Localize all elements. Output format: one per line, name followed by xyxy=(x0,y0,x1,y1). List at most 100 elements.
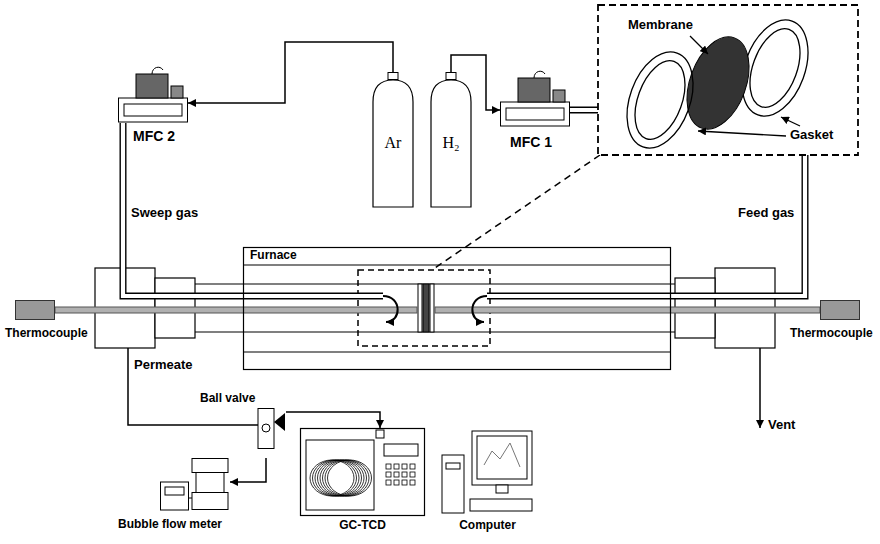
node-label: MFC 2 xyxy=(133,128,175,144)
permeate-line xyxy=(128,348,258,425)
flow-label: Sweep gas xyxy=(131,206,198,221)
meter-display xyxy=(165,487,184,495)
mfc-channel xyxy=(124,104,182,116)
leader-line xyxy=(690,36,708,54)
sweep-pipe xyxy=(123,123,383,296)
mass-flow-controller-icon xyxy=(118,68,188,123)
valve-ball xyxy=(262,424,270,432)
gas-cylinder: Ar xyxy=(372,72,414,208)
inset-frame xyxy=(598,5,858,155)
pc-monitor xyxy=(472,431,532,485)
gas-chromatograph: GC-TCD xyxy=(300,428,425,538)
mfc-sensor xyxy=(171,86,183,98)
node-label: MFC 1 xyxy=(510,134,552,150)
thermocouple-icon xyxy=(15,300,55,320)
meter-link xyxy=(189,498,193,499)
ball-valve: Ball valve xyxy=(200,392,286,458)
mfc-actuator xyxy=(136,74,168,98)
flow-label: Vent xyxy=(768,418,795,433)
thermocouple-rod xyxy=(55,307,417,313)
membrane xyxy=(423,284,429,332)
column-coil xyxy=(315,460,359,496)
bubble-flow-meter-icon xyxy=(160,458,230,513)
leader-line xyxy=(698,131,786,136)
node-label: Ball valve xyxy=(200,392,255,406)
node-label: Ar xyxy=(385,134,402,152)
thermocouple-rods xyxy=(55,307,820,313)
gc-key xyxy=(386,480,391,485)
column-coil xyxy=(320,460,364,496)
column-coil xyxy=(318,460,362,496)
gasket-ring xyxy=(615,43,706,157)
node-label: Thermocouple xyxy=(790,327,873,341)
flow-label: Feed gas xyxy=(738,206,794,221)
part-label: Gasket xyxy=(790,128,833,143)
pc-keyboard xyxy=(470,499,532,511)
bubble-flow-meter: Bubble flow meter xyxy=(110,458,230,536)
cylinder-valve xyxy=(446,73,456,80)
meter-bulb xyxy=(192,493,228,510)
pc-chart xyxy=(484,443,520,467)
gc-key xyxy=(386,464,391,469)
cylinder-valve xyxy=(388,73,398,80)
gas-cylinder-body xyxy=(431,80,471,207)
leader-lines xyxy=(690,36,800,136)
thermocouple-head xyxy=(16,301,55,320)
column-coil xyxy=(328,460,372,496)
membrane xyxy=(675,28,760,137)
node-label: H₂ xyxy=(442,134,459,152)
column-coil xyxy=(323,460,367,496)
meter-head xyxy=(192,459,228,473)
column-coil xyxy=(313,460,357,496)
furnace-wall xyxy=(243,351,671,352)
pc-stand xyxy=(496,485,508,493)
gasket-outer xyxy=(615,43,706,157)
furnace-icon xyxy=(243,247,671,370)
thermocouple-icon xyxy=(820,300,860,320)
mfc-actuator xyxy=(518,78,550,102)
mfc-base xyxy=(501,102,570,126)
pc-drive xyxy=(446,463,460,469)
computer: Computer xyxy=(440,425,535,538)
gc-oven xyxy=(306,440,374,510)
gas-line xyxy=(230,458,266,482)
tube-wall xyxy=(195,331,675,332)
furnace-wall xyxy=(243,264,671,265)
flow-arrows xyxy=(383,296,487,322)
computer-icon xyxy=(440,425,535,515)
mass-flow-controller: MFC 1 xyxy=(500,72,570,152)
node-label: GC-TCD xyxy=(339,519,386,533)
valve-handle xyxy=(274,413,285,431)
membrane-cell xyxy=(418,284,434,332)
gc-key xyxy=(394,480,399,485)
valve-body xyxy=(258,409,274,449)
flow-arrow xyxy=(472,296,487,322)
pc-tower xyxy=(442,455,464,513)
gasket-inner xyxy=(625,54,694,146)
gc-body xyxy=(301,429,425,516)
flow-arrow xyxy=(383,296,398,322)
thermocouple-rod xyxy=(435,307,820,313)
mass-flow-controller: MFC 2 xyxy=(118,68,188,146)
ball-valve-icon xyxy=(256,408,286,452)
gc-display xyxy=(384,444,418,456)
gc-injector xyxy=(376,430,384,438)
gasket-inner xyxy=(740,22,809,114)
flow-label: Permeate xyxy=(134,358,193,373)
meter-box xyxy=(161,482,189,510)
thermocouple: Thermocouple xyxy=(790,300,876,344)
gas-cylinder: H₂ xyxy=(430,72,472,208)
gas-cylinder-body xyxy=(373,80,413,207)
gas-line xyxy=(286,412,380,428)
sweep-pipe-bore xyxy=(123,123,383,296)
column-coil xyxy=(310,460,354,496)
gasket xyxy=(430,284,434,332)
gc-key xyxy=(410,464,415,469)
node-label: Thermocouple xyxy=(5,327,88,341)
gc-key xyxy=(386,472,391,477)
meter-tube xyxy=(196,473,224,493)
mfc-cable xyxy=(152,67,163,74)
